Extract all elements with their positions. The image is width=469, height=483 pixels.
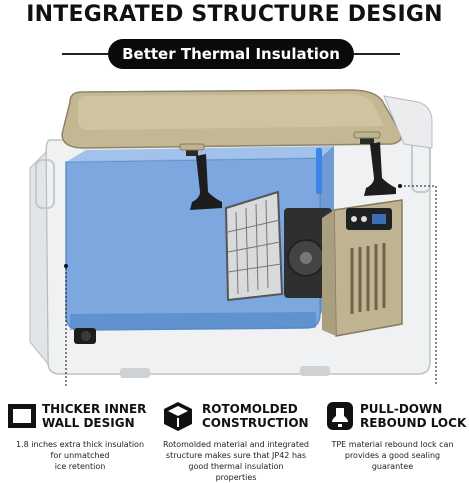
feature-rotomolded: ROTOMOLDED CONSTRUCTION Rotomolded mater… bbox=[156, 392, 316, 482]
rotomolded-cube-icon bbox=[164, 402, 192, 431]
feature-description: Rotomolded material and integrated struc… bbox=[163, 440, 309, 482]
feature-title: PULL-DOWN REBOUND LOCK bbox=[360, 402, 467, 430]
lid-right-cap bbox=[383, 95, 433, 149]
foot-left bbox=[120, 368, 150, 378]
pointer-left bbox=[64, 264, 68, 386]
lid-top-shade bbox=[78, 94, 384, 130]
headline: INTEGRATED STRUCTURE DESIGN bbox=[26, 2, 443, 27]
badge: Better Thermal Insulation bbox=[108, 39, 354, 69]
feature-title: THICKER INNER WALL DESIGN bbox=[42, 402, 147, 430]
pointer-right bbox=[398, 184, 437, 386]
drain-plug bbox=[74, 328, 96, 344]
blue-tube bbox=[316, 148, 322, 194]
right-latch bbox=[353, 131, 396, 196]
feature-rebound-lock: PULL-DOWN REBOUND LOCK TPE material rebo… bbox=[316, 392, 469, 480]
housing-side bbox=[322, 210, 336, 336]
control-panel bbox=[346, 208, 392, 230]
foot-right bbox=[300, 366, 330, 376]
badge-line-right bbox=[354, 53, 400, 55]
left-latch bbox=[179, 143, 222, 210]
inner-tank-top bbox=[66, 146, 334, 162]
feature-description: TPE material rebound lock can provides a… bbox=[331, 440, 454, 471]
inner-tank-bottom bbox=[70, 312, 316, 330]
badge-line-left bbox=[62, 53, 108, 55]
feature-description: 1.8 inches extra thick insulation for un… bbox=[15, 440, 145, 471]
cage-grid bbox=[227, 199, 282, 295]
feature-thick-wall: THICKER INNER WALL DESIGN 1.8 inches ext… bbox=[0, 392, 160, 480]
feature-title: ROTOMOLDED CONSTRUCTION bbox=[202, 402, 309, 430]
cooler-illustration bbox=[29, 89, 437, 386]
housing-vents bbox=[350, 243, 386, 314]
side-handle bbox=[35, 159, 55, 209]
cooler-shell-left-side bbox=[29, 150, 49, 366]
inner-tank bbox=[65, 157, 321, 331]
compressor-cage bbox=[224, 190, 284, 302]
thick-wall-icon bbox=[8, 404, 36, 428]
pull-down-lock-icon bbox=[327, 402, 353, 430]
